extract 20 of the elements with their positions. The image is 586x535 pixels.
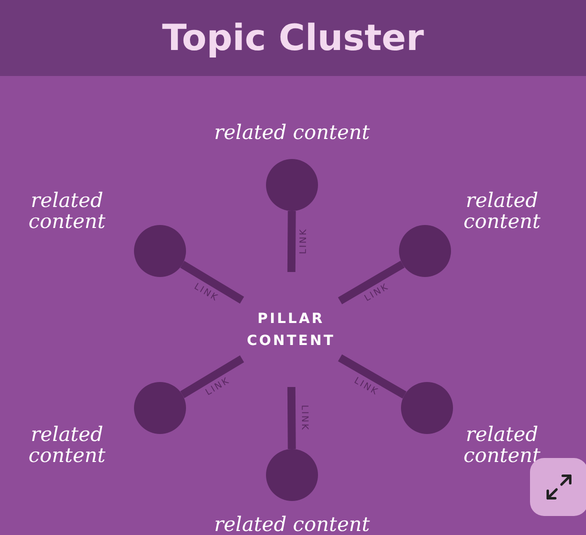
topic-label: related content [462,190,542,232]
topic-circle [266,449,318,501]
link-line [287,386,296,450]
topic-label: related content [28,190,106,232]
topic-label: related content [462,424,542,466]
link-line [287,210,296,272]
title: Topic Cluster [162,18,424,58]
topic-circle [401,382,453,434]
topic-circle [266,159,318,211]
link-line [180,260,244,304]
link-line [338,354,406,398]
topic-label: related content [28,424,106,466]
topic-label: related content [213,122,371,143]
link-line [180,355,244,398]
topic-circle [399,225,451,277]
link-line [338,260,405,304]
topic-label: related content [213,514,371,535]
topic-circle [134,382,186,434]
pillar-label: PILLAR CONTENT [246,310,336,350]
topic-circle [134,225,186,277]
